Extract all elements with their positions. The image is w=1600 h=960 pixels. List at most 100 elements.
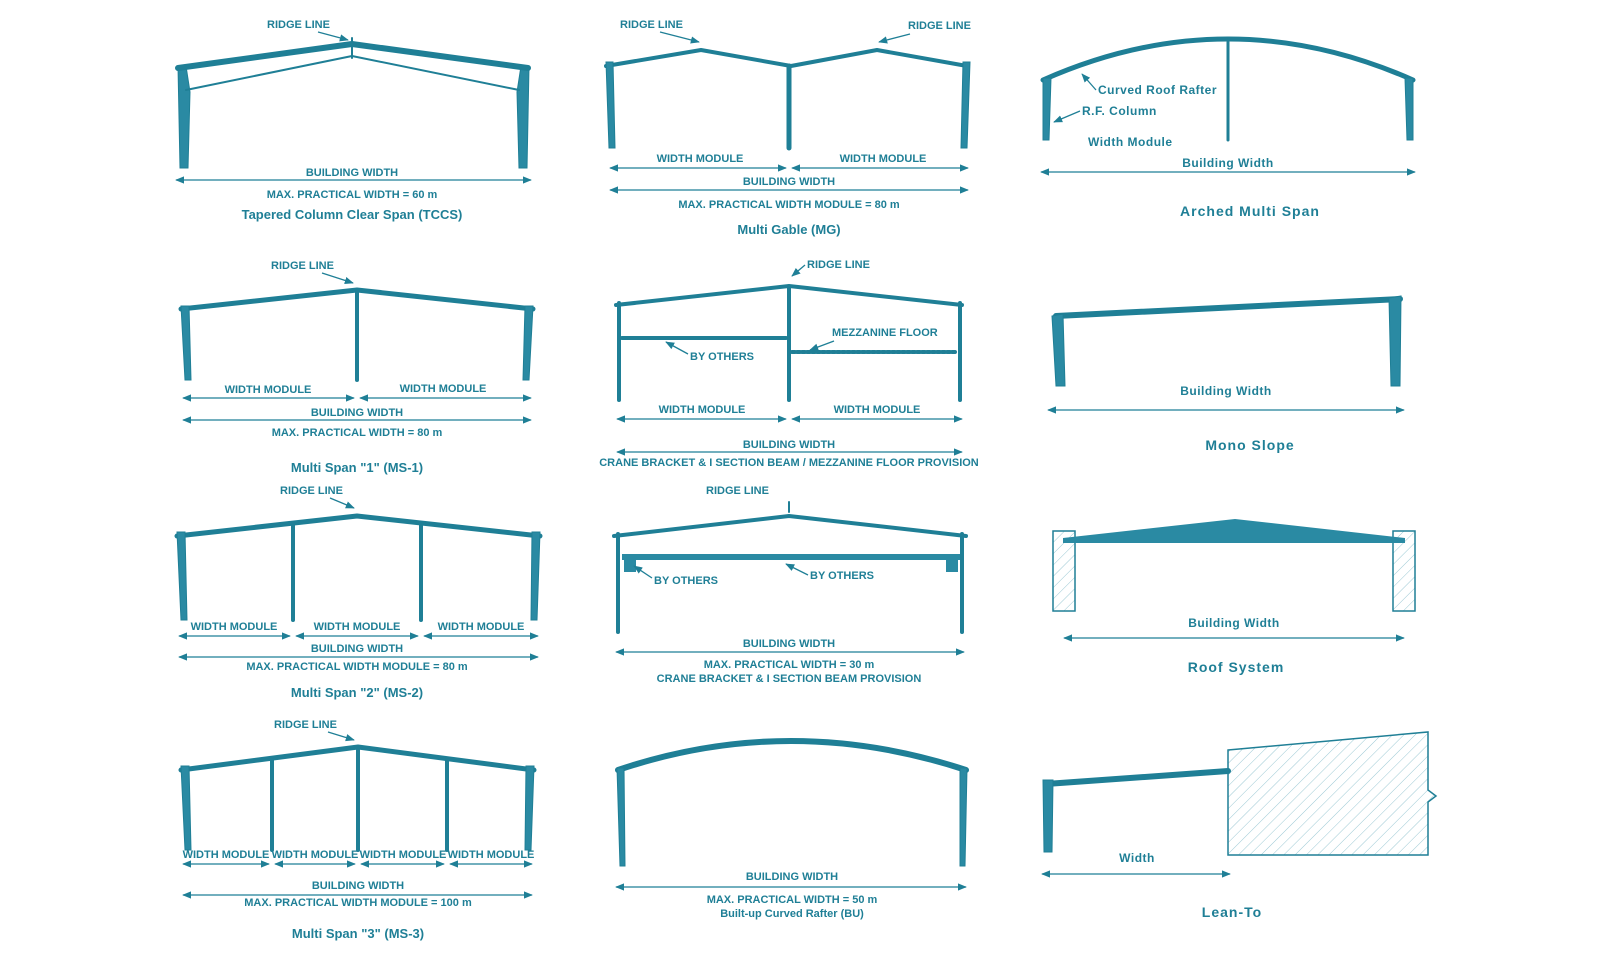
- ms2-module-2-label: WIDTH MODULE: [314, 621, 401, 633]
- ms3-ridge-label: RIDGE LINE: [274, 719, 337, 731]
- ms1-module-left-label: WIDTH MODULE: [225, 384, 312, 396]
- mezz-provision: CRANE BRACKET & I SECTION BEAM / MEZZANI…: [599, 457, 979, 469]
- mezz-floor-label: MEZZANINE FLOOR: [832, 327, 938, 339]
- panel-crane: RIDGE LINE BY OTHERS BY OTHERS BUILDING …: [612, 485, 968, 685]
- mezz-ridge-label: RIDGE LINE: [807, 259, 870, 271]
- panel-roof-system: Building Width Roof System: [1052, 519, 1416, 675]
- mg-module-right-label: WIDTH MODULE: [840, 153, 927, 165]
- bu-width-label: BUILDING WIDTH: [746, 871, 838, 883]
- tccs-max-width: MAX. PRACTICAL WIDTH = 60 m: [267, 189, 438, 201]
- mono-title: Mono Slope: [1205, 437, 1294, 453]
- ms2-ridge-label: RIDGE LINE: [280, 485, 343, 497]
- mg-ridge-left-label: RIDGE LINE: [620, 19, 683, 31]
- crane-provision: CRANE BRACKET & I SECTION BEAM PROVISION: [657, 673, 922, 685]
- ms1-ridge-arrow: [321, 272, 354, 284]
- leanto-column: [1042, 779, 1054, 853]
- arched-curved-rafter: [1040, 36, 1416, 83]
- ms1-max-width: MAX. PRACTICAL WIDTH = 80 m: [272, 427, 443, 439]
- mezz-module-right-label: WIDTH MODULE: [834, 404, 921, 416]
- ms2-ridge-arrow: [329, 497, 355, 509]
- ms2-module-1-label: WIDTH MODULE: [191, 621, 278, 633]
- mono-right-column: [1388, 295, 1402, 387]
- crane-beam: [622, 554, 960, 560]
- panel-curved-rafter: BUILDING WIDTH MAX. PRACTICAL WIDTH = 50…: [615, 738, 969, 920]
- arched-left-column: [1042, 77, 1052, 141]
- mono-rafter: [1053, 296, 1403, 319]
- mg-rafter: [604, 48, 969, 68]
- roof-truss: [1063, 519, 1405, 543]
- panel-lean-to: Width Lean-To: [1041, 731, 1438, 920]
- ms2-title: Multi Span "2" (MS-2): [291, 685, 423, 700]
- mg-title: Multi Gable (MG): [737, 222, 840, 237]
- ms3-module-4-label: WIDTH MODULE: [448, 849, 535, 861]
- panel-ms3: RIDGE LINE WIDTH MODULE WIDTH MODULE WID…: [178, 719, 537, 941]
- crane-bracket-right: [946, 560, 958, 572]
- ms2-max-width: MAX. PRACTICAL WIDTH MODULE = 80 m: [246, 661, 468, 673]
- mezz-others-label: BY OTHERS: [690, 351, 754, 363]
- crane-others-right-arrow: [785, 563, 809, 576]
- bu-max-width: MAX. PRACTICAL WIDTH = 50 m: [707, 894, 878, 906]
- leanto-title: Lean-To: [1202, 904, 1262, 920]
- tccs-ridge-arrow: [317, 31, 349, 42]
- leanto-width-label: Width: [1119, 851, 1155, 865]
- mg-left-column: [605, 61, 616, 149]
- ms3-width-label: BUILDING WIDTH: [312, 880, 404, 892]
- crane-bracket-left: [624, 560, 636, 572]
- arched-module-label: Width Module: [1088, 135, 1173, 149]
- arched-title: Arched Multi Span: [1180, 203, 1320, 219]
- ms1-width-label: BUILDING WIDTH: [311, 407, 403, 419]
- ms2-left-column: [176, 531, 188, 621]
- leanto-existing-building: [1227, 731, 1438, 856]
- ms2-rafter: [174, 513, 543, 539]
- roof-right-wall: [1392, 530, 1416, 612]
- mg-ridge-right-arrow: [878, 33, 911, 44]
- tccs-left-column: [177, 65, 191, 169]
- tccs-right-column: [516, 65, 530, 169]
- panel-ms2: RIDGE LINE WIDTH MODULE WIDTH MODULE WID…: [174, 485, 543, 700]
- mg-right-column: [960, 61, 971, 149]
- roof-width-label: Building Width: [1188, 616, 1280, 630]
- ms3-ridge-arrow: [327, 731, 355, 742]
- arched-width-label: Building Width: [1182, 156, 1274, 170]
- mg-ridge-right-label: RIDGE LINE: [908, 20, 971, 32]
- mg-ridge-left-arrow: [659, 31, 700, 44]
- mezz-ridge-arrow: [791, 264, 806, 277]
- mezz-module-left-label: WIDTH MODULE: [659, 404, 746, 416]
- mg-width-label: BUILDING WIDTH: [743, 176, 835, 188]
- ms1-right-column: [522, 305, 534, 381]
- ms3-module-3-label: WIDTH MODULE: [360, 849, 447, 861]
- panel-ms1: RIDGE LINE WIDTH MODULE WIDTH MODULE BUI…: [178, 260, 536, 475]
- ms3-title: Multi Span "3" (MS-3): [292, 926, 424, 941]
- tccs-width-label: BUILDING WIDTH: [306, 167, 398, 179]
- bu-left-column: [616, 767, 626, 867]
- mezz-width-label: BUILDING WIDTH: [743, 439, 835, 451]
- panel-mezzanine: RIDGE LINE MEZZANINE FLOOR BY OTHERS WID…: [599, 259, 979, 469]
- ms2-module-3-label: WIDTH MODULE: [438, 621, 525, 633]
- crane-max-width: MAX. PRACTICAL WIDTH = 30 m: [704, 659, 875, 671]
- ms3-right-column: [524, 765, 535, 851]
- arched-column-label: R.F. Column: [1082, 104, 1157, 118]
- crane-others-left-label: BY OTHERS: [654, 575, 718, 587]
- panel-arched: Curved Roof Rafter R.F. Column Width Mod…: [1040, 36, 1416, 219]
- panel-multi-gable: RIDGE LINE RIDGE LINE WIDTH MODULE WIDTH…: [604, 19, 971, 237]
- tccs-title: Tapered Column Clear Span (TCCS): [242, 207, 463, 222]
- ms1-ridge-label: RIDGE LINE: [271, 260, 334, 272]
- crane-others-left-arrow: [633, 565, 653, 579]
- roof-title: Roof System: [1188, 659, 1285, 675]
- ms3-left-column: [180, 765, 192, 851]
- mono-width-label: Building Width: [1180, 384, 1272, 398]
- mg-module-left-label: WIDTH MODULE: [657, 153, 744, 165]
- arched-rafter-label: Curved Roof Rafter: [1098, 83, 1217, 97]
- bu-right-column: [959, 767, 968, 867]
- ms1-title: Multi Span "1" (MS-1): [291, 460, 423, 475]
- crane-others-right-label: BY OTHERS: [810, 570, 874, 582]
- ms2-right-column: [530, 531, 541, 621]
- mezz-others-arrow: [665, 341, 689, 355]
- arched-rafter-arrow: [1081, 73, 1097, 91]
- crane-width-label: BUILDING WIDTH: [743, 638, 835, 650]
- bu-curved-rafter: [615, 738, 969, 773]
- crane-rafter: [612, 514, 968, 538]
- ms3-module-2-label: WIDTH MODULE: [272, 849, 359, 861]
- panel-mono-slope: Building Width Mono Slope: [1047, 295, 1405, 453]
- ms3-max-width: MAX. PRACTICAL WIDTH MODULE = 100 m: [244, 897, 472, 909]
